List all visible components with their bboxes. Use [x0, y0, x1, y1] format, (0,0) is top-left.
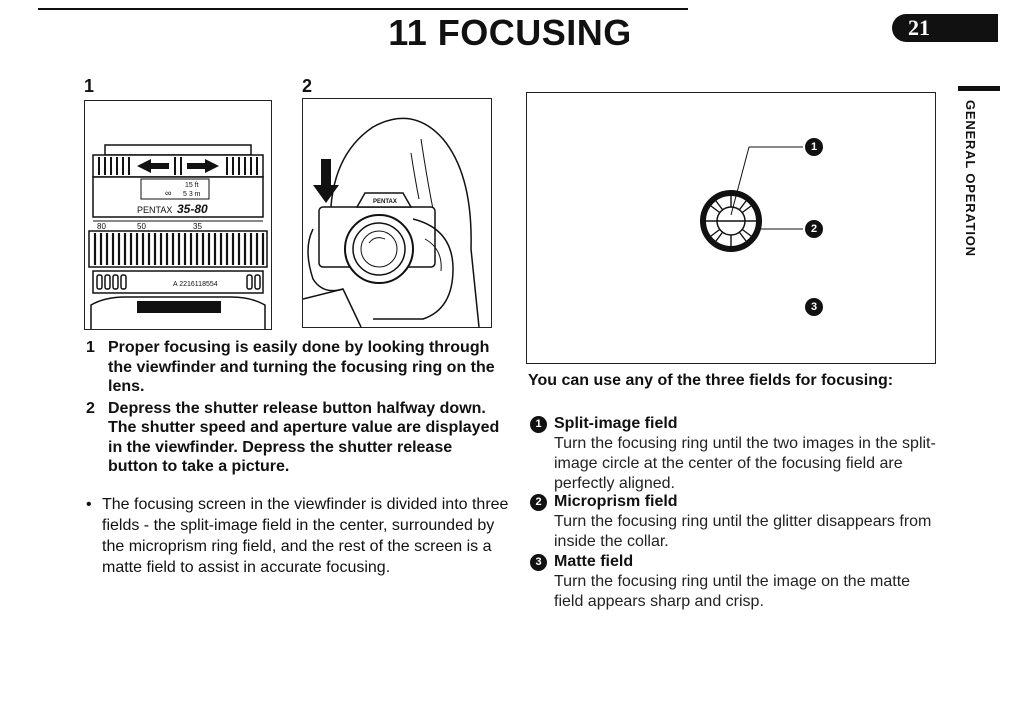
rotate-right-arrow-icon: [187, 159, 219, 173]
step-number: 2: [86, 399, 95, 417]
field-name: Matte field: [554, 553, 634, 570]
field-description: Turn the focusing ring until the glitter…: [554, 513, 932, 550]
step-text: Proper focusing is easily done by lookin…: [108, 339, 495, 395]
note-text: The focusing screen in the viewfinder is…: [102, 496, 509, 576]
figure-1-number: 1: [84, 76, 95, 96]
top-rule: [38, 8, 688, 10]
section-label-text: GENERAL OPERATION: [963, 100, 978, 257]
instruction-steps: 1 Proper focusing is easily done by look…: [86, 338, 502, 479]
section-tab-bar: [958, 86, 1000, 91]
field-split-image: 1 Split-image field Turn the focusing ri…: [530, 414, 940, 494]
callout-1-badge: 1: [805, 138, 823, 156]
field-matte: 3 Matte field Turn the focusing ring unt…: [530, 552, 940, 612]
camera-user-drawing: PENTAX: [303, 117, 480, 327]
distance-scale-ft: 15 ft: [185, 182, 199, 189]
field-description: Turn the focusing ring until the image o…: [554, 573, 911, 610]
lens-model: 35-80: [177, 202, 208, 216]
field-microprism: 2 Microprism field Turn the focusing rin…: [530, 492, 940, 552]
focal-mark-50: 50: [137, 222, 146, 231]
section-label: GENERAL OPERATION: [960, 100, 980, 270]
lens-drawing: 15 ft ∞ 5 3 m PENTAX 35-80 80 50 35 A 22…: [88, 144, 268, 329]
distance-scale-m: 5 3 m: [183, 191, 201, 198]
figure-2-camera-illustration: PENTAX: [302, 98, 492, 328]
field-2-badge: 2: [530, 494, 547, 511]
field-name: Microprism field: [554, 493, 678, 510]
camera-brand: PENTAX: [373, 199, 397, 205]
step-item: 1 Proper focusing is easily done by look…: [86, 338, 502, 397]
fields-intro: You can use any of the three fields for …: [528, 372, 894, 389]
step-item: 2 Depress the shutter release button hal…: [86, 399, 502, 477]
figure-3-focusing-screen: 1 2 3: [526, 92, 936, 364]
press-down-arrow-icon: [313, 159, 339, 203]
step-text: Depress the shutter release button halfw…: [108, 399, 500, 476]
field-1-badge: 1: [530, 416, 547, 433]
infinity-mark: ∞: [165, 188, 171, 198]
step-number: 1: [86, 339, 95, 356]
focusing-screen-note: • The focusing screen in the viewfinder …: [86, 494, 514, 578]
page-number-badge: 21: [892, 14, 998, 42]
focusing-screen-diagram: [700, 146, 803, 252]
callout-3-badge: 3: [805, 298, 823, 316]
lens-brand: PENTAX: [137, 205, 172, 215]
callout-2-badge: 2: [805, 220, 823, 238]
field-name: Split-image field: [554, 415, 678, 432]
focal-mark-80: 80: [97, 222, 106, 231]
figure-1-lens-illustration: 15 ft ∞ 5 3 m PENTAX 35-80 80 50 35 A 22…: [84, 100, 272, 330]
note-bullet: •: [86, 496, 92, 513]
lens-serial: A 2216118554: [173, 281, 218, 288]
field-description: Turn the focusing ring until the two ima…: [554, 435, 936, 492]
rotate-left-arrow-icon: [137, 159, 169, 173]
field-3-badge: 3: [530, 554, 547, 571]
figure-2-number: 2: [302, 76, 313, 96]
page-title: 11 FOCUSING: [388, 12, 632, 53]
focal-mark-35: 35: [193, 222, 202, 231]
